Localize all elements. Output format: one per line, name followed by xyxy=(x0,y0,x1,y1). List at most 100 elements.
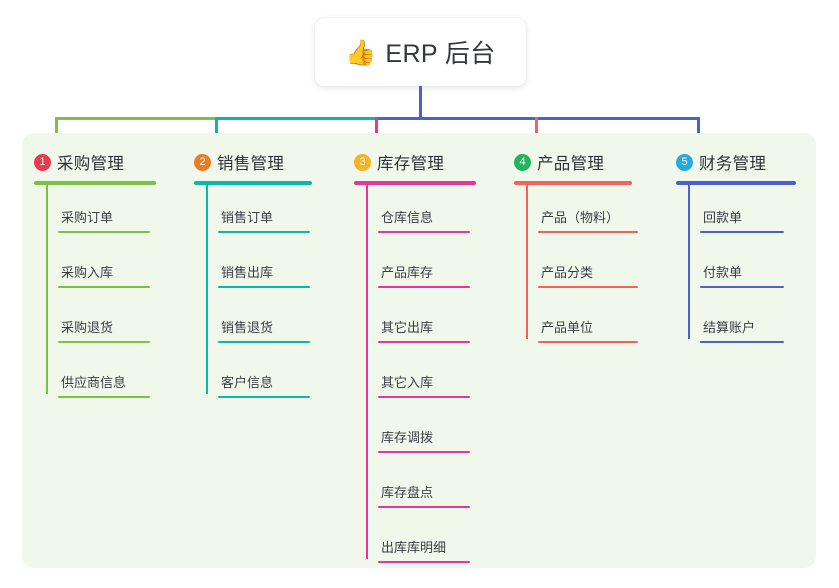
branch-item[interactable]: 其它入库 xyxy=(378,372,470,398)
branch-item[interactable]: 客户信息 xyxy=(218,372,310,398)
branch-item-label: 产品库存 xyxy=(381,265,434,280)
branch-item-label: 销售订单 xyxy=(221,210,274,225)
branch-title: 库存管理 xyxy=(377,155,445,173)
branch-item-label: 采购退货 xyxy=(61,320,114,335)
root-stem-connector xyxy=(419,86,422,120)
branch-item-underline xyxy=(218,341,310,343)
branch-title: 产品管理 xyxy=(537,155,605,173)
branch-item-label: 库存调拨 xyxy=(381,430,434,445)
branch-item[interactable]: 供应商信息 xyxy=(58,372,150,398)
branches-panel: 1 采购管理采购订单采购入库采购退货供应商信息 2 销售管理销售订单销售出库销售退货客… xyxy=(22,133,816,568)
branch-item-underline xyxy=(700,231,784,233)
branch-item-label: 产品单位 xyxy=(541,320,594,335)
branch-item-underline xyxy=(378,286,470,288)
branch-item[interactable]: 出库库明细 xyxy=(378,537,470,563)
branch-header-2[interactable]: 2 销售管理 xyxy=(194,149,312,175)
branch-header-3[interactable]: 3 库存管理 xyxy=(354,149,476,175)
branch-number-badge: 2 xyxy=(194,153,211,171)
branch-column-1: 1 采购管理采购订单采购入库采购退货供应商信息 xyxy=(34,133,156,398)
branch-column-4: 4 产品管理产品（物料） 产品分类产品单位 xyxy=(514,133,638,343)
branch-item-underline xyxy=(378,396,470,398)
branch-title: 采购管理 xyxy=(57,155,125,173)
branch-item-underline xyxy=(378,506,470,508)
branch-item-underline xyxy=(218,396,310,398)
branch-item-label: 客户信息 xyxy=(221,375,274,390)
branch-item[interactable]: 采购退货 xyxy=(58,317,150,343)
branch-item-underline xyxy=(378,341,470,343)
branch-spine xyxy=(46,185,48,394)
branch-item-label: 销售出库 xyxy=(221,265,274,280)
branch-item-underline xyxy=(700,286,784,288)
branch-item-underline xyxy=(218,286,310,288)
branch-item[interactable]: 其它出库 xyxy=(378,317,470,343)
branch-item[interactable]: 产品库存 xyxy=(378,262,470,288)
branch-item-underline xyxy=(378,561,470,563)
branch-item[interactable]: 付款单 xyxy=(700,262,784,288)
branch-underline xyxy=(34,181,156,185)
branch-item-underline xyxy=(538,341,638,343)
branch-header-1[interactable]: 1 采购管理 xyxy=(34,149,156,175)
branch-number-badge: 4 xyxy=(514,153,531,171)
branch-spine xyxy=(526,185,528,339)
branch-item-underline xyxy=(58,341,150,343)
branch-item-label: 销售退货 xyxy=(221,320,274,335)
branch-underline xyxy=(514,181,632,185)
branch-underline xyxy=(194,181,312,185)
branch-item[interactable]: 库存盘点 xyxy=(378,482,470,508)
branch-column-5: 5 财务管理回款单付款单结算账户 xyxy=(676,133,796,343)
branch-item[interactable]: 库存调拨 xyxy=(378,427,470,453)
branch-item-label: 采购入库 xyxy=(61,265,114,280)
branch-title: 财务管理 xyxy=(699,155,767,173)
branch-item-underline xyxy=(538,231,638,233)
bar-segment-1 xyxy=(55,117,218,120)
branch-item-underline xyxy=(378,451,470,453)
branch-item-label: 库存盘点 xyxy=(381,485,434,500)
branch-underline xyxy=(354,181,476,185)
branch-item-label: 结算账户 xyxy=(703,320,756,335)
branch-header-5[interactable]: 5 财务管理 xyxy=(676,149,796,175)
branch-item[interactable]: 仓库信息 xyxy=(378,207,470,233)
branch-header-4[interactable]: 4 产品管理 xyxy=(514,149,632,175)
branch-item-label: 其它入库 xyxy=(381,375,434,390)
branch-item[interactable]: 采购订单 xyxy=(58,207,150,233)
thumbs-up-emoji: 👍 xyxy=(345,37,377,67)
root-node-content: 👍 ERP 后台 xyxy=(345,34,495,70)
branch-item[interactable]: 产品（物料） xyxy=(538,207,638,233)
branch-item-label: 出库库明细 xyxy=(381,540,447,555)
branch-item-underline xyxy=(58,231,150,233)
branch-item[interactable]: 销售订单 xyxy=(218,207,310,233)
branch-item-underline xyxy=(58,286,150,288)
branch-underline xyxy=(676,181,796,185)
branch-item-underline xyxy=(378,231,470,233)
branch-item[interactable]: 销售出库 xyxy=(218,262,310,288)
branch-number-badge: 1 xyxy=(34,153,51,171)
branch-number-badge: 5 xyxy=(676,153,693,171)
branch-item[interactable]: 销售退货 xyxy=(218,317,310,343)
branch-column-2: 2 销售管理销售订单销售出库销售退货客户信息 xyxy=(194,133,312,398)
branch-item-label: 付款单 xyxy=(703,265,743,280)
branch-item[interactable]: 结算账户 xyxy=(700,317,784,343)
branch-item-label: 采购订单 xyxy=(61,210,114,225)
branch-spine xyxy=(366,185,368,559)
branch-number-badge: 3 xyxy=(354,153,371,171)
branch-item-underline xyxy=(700,341,784,343)
branch-item-label: 供应商信息 xyxy=(61,375,127,390)
bar-segment-2 xyxy=(215,117,378,120)
branch-item[interactable]: 产品分类 xyxy=(538,262,638,288)
branch-item-label: 其它出库 xyxy=(381,320,434,335)
branch-item-label: 产品（物料） xyxy=(541,210,620,225)
branch-item[interactable]: 回款单 xyxy=(700,207,784,233)
branch-item-underline xyxy=(218,231,310,233)
branch-item[interactable]: 采购入库 xyxy=(58,262,150,288)
branch-item[interactable]: 产品单位 xyxy=(538,317,638,343)
branch-spine xyxy=(688,185,690,339)
branch-item-label: 产品分类 xyxy=(541,265,594,280)
branch-item-underline xyxy=(58,396,150,398)
branch-title: 销售管理 xyxy=(217,155,285,173)
root-node-title: ERP 后台 xyxy=(385,40,496,68)
root-node[interactable]: 👍 ERP 后台 xyxy=(315,18,526,86)
branch-column-3: 3 库存管理仓库信息产品库存其它出库其它入库库存调拨库存盘点出库库明细 xyxy=(354,133,476,563)
branch-item-label: 仓库信息 xyxy=(381,210,434,225)
branch-item-underline xyxy=(538,286,638,288)
